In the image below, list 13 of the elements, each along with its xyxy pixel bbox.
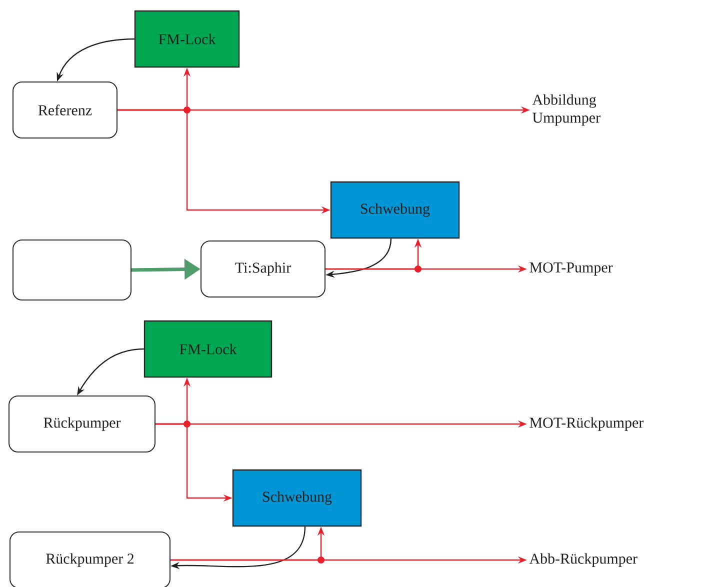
lock-box: FM-Lock xyxy=(144,320,272,378)
laser-box: Rückpumper xyxy=(8,396,156,452)
laser-box: Rückpumper 2 xyxy=(10,532,170,587)
output-label: Abb-Rückpumper xyxy=(529,553,638,567)
laser-box xyxy=(12,240,132,300)
beat-box: Schwebung xyxy=(232,469,362,527)
beat-box: Schwebung xyxy=(330,181,460,239)
laser-box: Referenz xyxy=(12,82,118,138)
output-label: MOT-Pumper xyxy=(530,262,613,276)
output-label: Abbildung Umpumper xyxy=(532,94,600,126)
output-label: MOT-Rückpumper xyxy=(530,417,644,431)
lock-box: FM-Lock xyxy=(134,10,240,68)
laser-box: Ti:Saphir xyxy=(200,240,326,298)
